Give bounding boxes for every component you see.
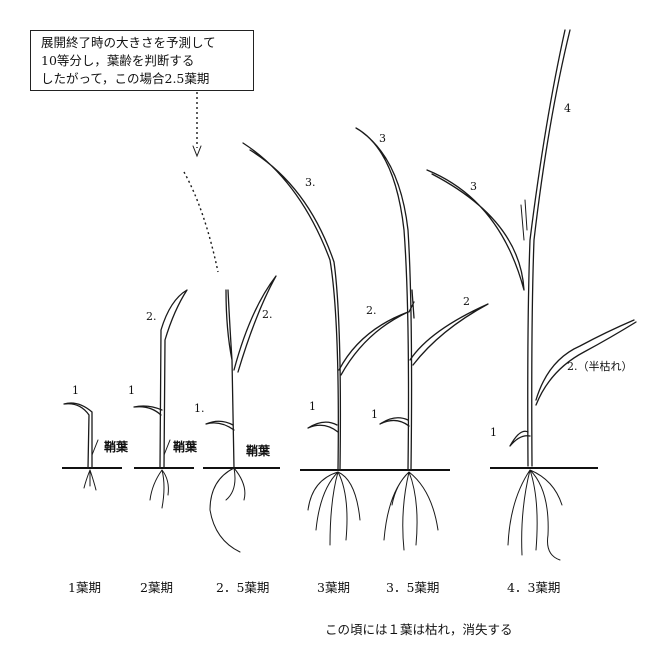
roots	[84, 470, 96, 490]
roots	[210, 468, 245, 552]
stage-label-2: 2葉期	[140, 577, 173, 596]
stage-label-3: 3葉期	[317, 577, 350, 596]
plant-stage-1: 1 鞘葉	[62, 384, 129, 490]
coleoptile	[92, 440, 98, 455]
plant-stage-4-3: 4 3 2.（半枯れ） 1	[427, 30, 636, 560]
footnote: この頃には１葉は枯れ，消失する	[325, 619, 513, 638]
sheath-label: 鞘葉	[104, 439, 129, 454]
leaf-4	[528, 30, 570, 466]
leaf-number-1: 1	[72, 384, 79, 397]
roots	[508, 470, 562, 560]
leaf-number-3: 3	[379, 132, 386, 145]
sheath-label: 鞘葉	[173, 439, 198, 454]
roots	[150, 470, 168, 508]
projected-leaf-3	[184, 172, 218, 272]
sheath-detail	[521, 200, 527, 240]
roots	[384, 472, 438, 550]
leaf-1	[206, 421, 234, 430]
leaf-number-1: 1	[490, 426, 497, 439]
leaf-number-2: 2	[463, 295, 470, 308]
plant-stage-2: 2. 1 鞘葉	[128, 290, 198, 508]
leaf-number-1: 1.	[194, 402, 205, 415]
leaf-2	[234, 276, 276, 372]
leaf-number-4: 4	[564, 102, 571, 115]
leaf-number-1: 1	[371, 408, 378, 421]
leaf-1	[64, 403, 92, 468]
leaf-number-3: 3.	[305, 176, 316, 189]
stage-label-2-5: 2．5葉期	[216, 577, 269, 596]
plant-stage-3: 3. 2. 1	[243, 143, 408, 545]
leaf-1	[380, 418, 409, 426]
leaf-number-2: 2.	[366, 304, 377, 317]
leaf-1	[308, 422, 338, 432]
leaf-1	[134, 406, 162, 415]
plant-stage-3-5: 3 2 1	[356, 128, 488, 550]
leaf-1	[510, 431, 530, 446]
coleoptile	[164, 440, 170, 455]
leaf-number-3: 3	[470, 180, 477, 193]
roots	[308, 472, 360, 545]
leaf-2	[339, 312, 408, 375]
leaf-number-2: 2.	[262, 308, 273, 321]
leaf-2	[410, 304, 488, 365]
sheath-label: 鞘葉	[246, 443, 271, 458]
stage-label-1: 1葉期	[68, 577, 101, 596]
stage-label-3-5: 3．5葉期	[386, 577, 439, 596]
leaf-number-1: 1	[309, 400, 316, 413]
plant-stage-2-5: 2. 1. 鞘葉	[184, 172, 280, 552]
leaf-number-2: 2.	[146, 310, 157, 323]
stage-label-4-3: 4．3葉期	[507, 577, 560, 596]
leaf-number-1: 1	[128, 384, 135, 397]
leaf-3-emerging	[226, 290, 234, 468]
leaf-number-2: 2.（半枯れ）	[567, 359, 633, 373]
